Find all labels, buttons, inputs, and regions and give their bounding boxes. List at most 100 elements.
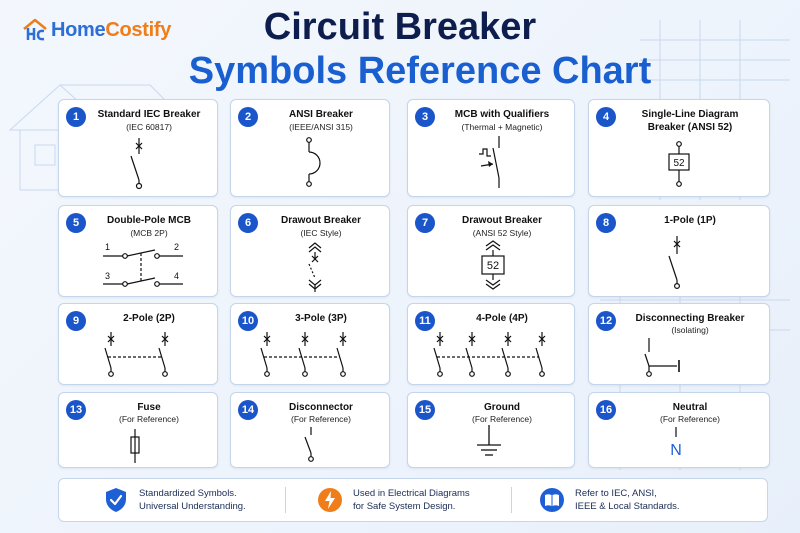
logo-text: HomeCostify xyxy=(51,18,172,41)
ansi-52-label: 52 xyxy=(487,260,499,272)
card-title: MCB with Qualifiers xyxy=(454,109,550,120)
iec-breaker-symbol-icon xyxy=(130,138,143,190)
footer-divider xyxy=(285,487,286,513)
card-title: 4-Pole (4P) xyxy=(476,313,528,324)
card-number-badge: 16 xyxy=(596,400,616,420)
card-subtitle: (IEEE/ANSI 315) xyxy=(289,122,353,132)
card-disconnecting-breaker: 12 Disconnecting Breaker (Isolating) xyxy=(588,303,770,385)
terminal-label-4: 4 xyxy=(174,271,179,281)
card-number-badge: 3 xyxy=(415,107,435,127)
card-title: 1-Pole (1P) xyxy=(664,215,716,226)
card-number-badge: 10 xyxy=(238,311,258,331)
ansi-52-box-symbol-icon: 52 xyxy=(668,141,690,187)
footer-info-bar: Standardized Symbols. Universal Understa… xyxy=(58,478,768,522)
card-subtitle: (Isolating) xyxy=(671,325,709,335)
footer-item-diagrams: Used in Electrical Diagrams for Safe Sys… xyxy=(317,479,470,521)
mcb-qualifier-symbol-icon xyxy=(479,136,500,188)
double-pole-mcb-symbol-icon: 1 2 3 4 xyxy=(103,242,183,287)
card-drawout-breaker-iec: 6 Drawout Breaker (IEC Style) xyxy=(230,205,390,297)
terminal-label-2: 2 xyxy=(174,242,179,252)
card-subtitle: (For Reference) xyxy=(472,414,532,424)
book-icon xyxy=(540,488,564,512)
card-subtitle: (IEC 60817) xyxy=(126,122,172,132)
card-title: Single-Line Diagram xyxy=(641,109,739,120)
card-single-line-diagram-breaker: 4 Single-Line Diagram Breaker (ANSI 52) … xyxy=(588,99,770,197)
card-number-badge: 15 xyxy=(415,400,435,420)
card-ansi-breaker: 2 ANSI Breaker (IEEE/ANSI 315) xyxy=(230,99,390,197)
card-title: Drawout Breaker xyxy=(280,215,362,226)
card-subtitle: (MCB 2P) xyxy=(130,228,168,238)
card-subtitle: (For Reference) xyxy=(660,414,720,424)
card-title: Standard IEC Breaker xyxy=(97,109,201,120)
card-subtitle: (For Reference) xyxy=(291,414,351,424)
card-number-badge: 12 xyxy=(596,311,616,331)
terminal-label-1: 1 xyxy=(105,242,110,252)
card-number-badge: 13 xyxy=(66,400,86,420)
card-4-pole: 11 4-Pole (4P) xyxy=(407,303,575,385)
footer-text: Standardized Symbols. Universal Understa… xyxy=(139,488,246,512)
card-2-pole: 9 2-Pole (2P) xyxy=(58,303,218,385)
card-title: 2-Pole (2P) xyxy=(123,313,175,324)
card-drawout-breaker-ansi: 7 Drawout Breaker (ANSI 52 Style) 52 xyxy=(407,205,575,297)
terminal-label-3: 3 xyxy=(105,271,110,281)
card-title: Drawout Breaker xyxy=(461,215,543,226)
card-number-badge: 8 xyxy=(596,213,616,233)
card-double-pole-mcb: 5 Double-Pole MCB (MCB 2P) 1 2 3 4 xyxy=(58,205,218,297)
drawout-ansi-symbol-icon: 52 xyxy=(481,240,505,290)
card-title: Ground xyxy=(483,402,521,413)
card-number-badge: 2 xyxy=(238,107,258,127)
page-title-line2: Symbols Reference Chart xyxy=(188,50,652,92)
footer-item-standards: Refer to IEC, ANSI, IEEE & Local Standar… xyxy=(539,479,680,521)
ansi-52-label: 52 xyxy=(673,158,685,169)
card-fuse: 13 Fuse (For Reference) xyxy=(58,392,218,468)
neutral-symbol-icon: N xyxy=(670,427,682,459)
card-title: Neutral xyxy=(672,402,708,413)
drawout-iec-symbol-icon xyxy=(308,242,322,292)
card-subtitle: (IEC Style) xyxy=(300,228,342,238)
3-pole-symbol-icon xyxy=(260,332,347,377)
card-standard-iec-breaker: 1 Standard IEC Breaker (IEC 60817) xyxy=(58,99,218,197)
disconnecting-breaker-symbol-icon xyxy=(644,338,680,377)
card-neutral: 16 Neutral (For Reference) N xyxy=(588,392,770,468)
card-number-badge: 9 xyxy=(66,311,86,331)
ground-symbol-icon xyxy=(477,425,501,456)
card-subtitle: (For Reference) xyxy=(119,414,179,424)
house-logo-icon xyxy=(23,18,47,41)
footer-text: Used in Electrical Diagrams for Safe Sys… xyxy=(353,488,470,512)
card-title: 3-Pole (3P) xyxy=(295,313,347,324)
shield-check-icon xyxy=(106,488,126,512)
1-pole-symbol-icon xyxy=(668,236,681,289)
card-title-line2: Breaker (ANSI 52) xyxy=(647,122,733,133)
card-number-badge: 4 xyxy=(596,107,616,127)
card-disconnector: 14 Disconnector (For Reference) xyxy=(230,392,390,468)
card-title: Fuse xyxy=(137,402,161,413)
card-3-pole: 10 3-Pole (3P) xyxy=(230,303,390,385)
fuse-symbol-icon xyxy=(130,429,140,463)
page-title-line1: Circuit Breaker xyxy=(263,6,537,48)
footer-item-standardized: Standardized Symbols. Universal Understa… xyxy=(103,479,246,521)
card-number-badge: 6 xyxy=(238,213,258,233)
neutral-label: N xyxy=(670,442,682,459)
card-title: Disconnecting Breaker xyxy=(635,313,745,324)
ansi-breaker-symbol-icon xyxy=(306,137,321,187)
card-subtitle: (Thermal + Magnetic) xyxy=(461,122,543,132)
card-title: Double-Pole MCB xyxy=(107,215,191,226)
card-mcb-with-qualifiers: 3 MCB with Qualifiers (Thermal + Magneti… xyxy=(407,99,575,197)
card-title: ANSI Breaker xyxy=(289,109,353,120)
lightning-icon xyxy=(318,488,342,512)
footer-text: Refer to IEC, ANSI, IEEE & Local Standar… xyxy=(575,488,680,512)
card-1-pole: 8 1-Pole (1P) xyxy=(588,205,770,297)
disconnector-symbol-icon xyxy=(304,427,314,462)
logo: HomeCostify xyxy=(22,18,171,42)
card-number-badge: 7 xyxy=(415,213,435,233)
footer-divider xyxy=(511,487,512,513)
card-number-badge: 11 xyxy=(415,311,435,331)
card-title: Disconnector xyxy=(289,402,353,413)
2-pole-symbol-icon xyxy=(104,332,169,377)
card-number-badge: 14 xyxy=(238,400,258,420)
card-number-badge: 5 xyxy=(66,213,86,233)
card-number-badge: 1 xyxy=(66,107,86,127)
4-pole-symbol-icon xyxy=(433,332,546,377)
card-subtitle: (ANSI 52 Style) xyxy=(472,228,532,238)
card-ground: 15 Ground (For Reference) xyxy=(407,392,575,468)
